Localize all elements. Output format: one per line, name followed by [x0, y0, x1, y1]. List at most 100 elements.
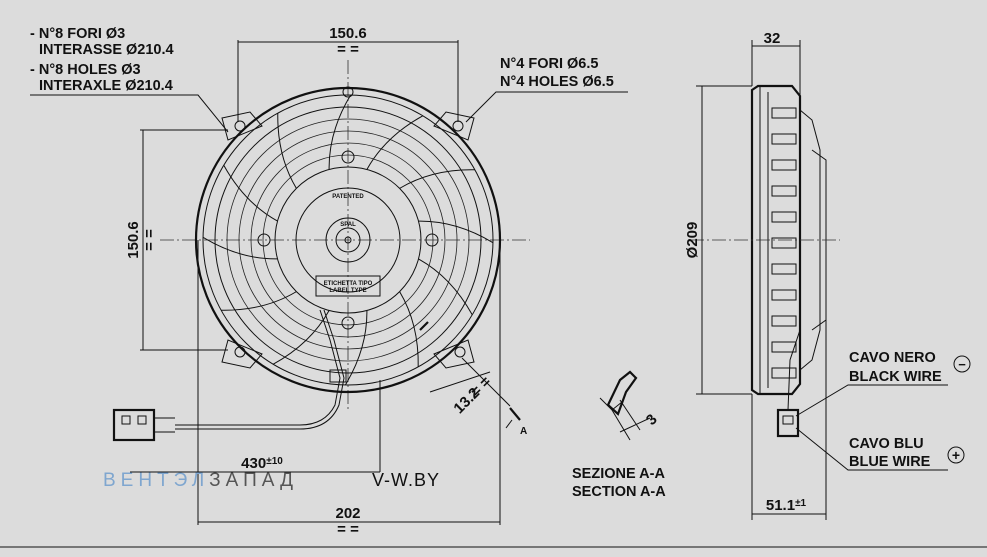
grille-spokes: [202, 94, 494, 386]
section-cut-top: [419, 321, 429, 331]
dim-3: 3: [643, 411, 661, 429]
black-wire-en: BLACK WIRE: [849, 369, 942, 385]
section-view: 3: [599, 370, 661, 441]
mounting-lug-top-left: [221, 111, 263, 141]
dim-width: 150.6: [329, 25, 367, 42]
shroud-inner: [202, 94, 494, 386]
section-profile: [606, 370, 638, 416]
label-spal: SPAL: [340, 222, 356, 228]
dim-total-tolerance: ±1: [795, 498, 806, 509]
wire-harness-2: [175, 309, 345, 430]
holes3-it-line2: INTERASSE Ø210.4: [39, 42, 174, 58]
grille-spoke: [399, 169, 475, 189]
section-marker: A: [520, 426, 527, 437]
mounting-lug-top-right: [433, 111, 475, 141]
grille-ring-1: [214, 106, 482, 374]
blue-wire-it: CAVO BLU: [849, 436, 924, 452]
hub-screw-right: [425, 233, 439, 247]
section-title-en: SECTION A-A: [572, 484, 666, 500]
watermark-site: V-W.BY: [372, 470, 440, 490]
wire-harness: [175, 309, 341, 426]
wire-clip: [329, 369, 347, 383]
connector: [112, 408, 175, 442]
side-shroud: [750, 84, 802, 396]
hub-center: [344, 236, 352, 244]
dim-cable: 430: [241, 455, 266, 472]
leader-holes3: [30, 94, 229, 133]
grille-spoke: [366, 115, 424, 170]
section-arrow: [505, 419, 513, 429]
equal-mark-left: = =: [141, 229, 158, 251]
motor-housing: [274, 166, 422, 314]
holes65-en: N°4 HOLES Ø6.5: [500, 74, 614, 90]
section-title-it: SEZIONE A-A: [572, 466, 665, 482]
side-fin: [771, 237, 797, 249]
side-fin: [771, 341, 797, 353]
dim-cable-tolerance: ±10: [266, 456, 283, 467]
side-connector: [776, 408, 800, 438]
label-etichetta: ETICHETTA TIPO: [324, 281, 373, 287]
label-patented: PATENTED: [332, 194, 364, 200]
grille-spoke: [223, 164, 278, 222]
hub-label: [335, 227, 361, 253]
side-fin: [771, 159, 797, 171]
motor-side: [799, 109, 821, 371]
holes3-it-line1: - N°8 FORI Ø3: [30, 26, 125, 42]
screw-hole-top: [342, 86, 354, 98]
dim-3-ext-2: [619, 399, 641, 431]
type-label-box: [315, 275, 381, 297]
dim-height: 150.6: [125, 221, 142, 259]
dim-cable-group: 430±10: [241, 455, 283, 472]
watermark-brand: ВЕНТЭЛЗАПАД: [103, 470, 298, 491]
negative-symbol-circle: [953, 355, 971, 373]
grille-spoke: [328, 94, 352, 170]
side-fin: [771, 107, 797, 119]
hub-ring: [295, 187, 401, 293]
front-view: PATENTED SPAL ETICHETTA TIPO LABEL TYPE …: [30, 25, 628, 538]
side-fin: [771, 133, 797, 145]
holes3-en-line1: - N°8 HOLES Ø3: [30, 62, 141, 78]
blue-wire-en: BLUE WIRE: [849, 454, 931, 470]
hub-cap: [325, 217, 371, 263]
dim-13-2-line: [429, 371, 491, 393]
watermark-brand-part2: ЗАПАД: [209, 470, 298, 491]
hub-screw-bottom: [341, 316, 355, 330]
grille-spoke: [399, 291, 419, 367]
grille-ring-2: [226, 118, 470, 362]
side-view: 32 Ø209 51.1±1: [684, 30, 948, 520]
dim-diameter: Ø209: [684, 222, 701, 259]
watermark-brand-part1: ВЕНТЭЛ: [103, 470, 209, 491]
leader-blue-wire: [795, 427, 948, 471]
dim-total-group: 51.1±1: [766, 497, 807, 514]
dim-3-ext-1: [611, 409, 631, 441]
hub-screw-left: [257, 233, 271, 247]
equal-mark-top: = =: [337, 41, 359, 58]
positive-symbol: +: [952, 447, 960, 463]
dim-overall: 202: [335, 505, 360, 522]
grille-spoke: [277, 113, 297, 189]
grille-ring-5: [262, 154, 434, 326]
holes3-en-line2: INTERAXLE Ø210.4: [39, 78, 173, 94]
leader-black-wire: [795, 384, 948, 417]
label-type: LABEL TYPE: [329, 288, 366, 294]
side-fin: [771, 315, 797, 327]
side-fins: [771, 107, 797, 379]
equal-mark-bottom: = =: [337, 521, 359, 538]
black-wire-it: CAVO NERO: [849, 350, 936, 366]
dim-3-line: [619, 417, 651, 433]
leader-holes65: [465, 91, 628, 123]
side-fin: [771, 185, 797, 197]
dim-13-2-ext: [461, 357, 511, 407]
grille-spoke: [418, 258, 473, 316]
side-fin: [771, 263, 797, 275]
side-connector-pin: [782, 415, 794, 425]
grille-spoke: [418, 220, 494, 244]
grille-ring-3: [238, 130, 458, 350]
negative-symbol: −: [958, 357, 966, 372]
side-wire: [787, 329, 801, 411]
dim-depth: 32: [764, 30, 781, 47]
grille-spoke: [272, 310, 330, 365]
side-fin: [771, 367, 797, 379]
dim-total: 51.1: [766, 497, 795, 514]
